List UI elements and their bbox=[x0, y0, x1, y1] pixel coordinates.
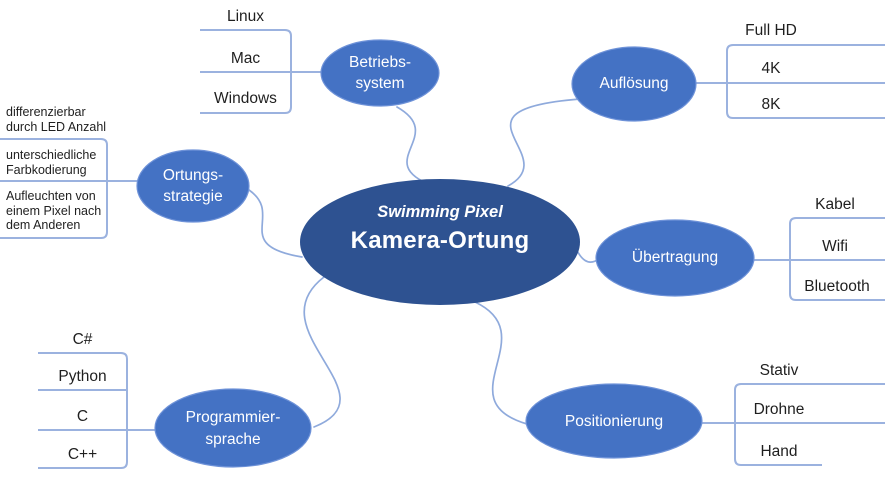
branch-node-ortungsstrategie[interactable] bbox=[136, 149, 250, 223]
child-full-hd[interactable]: Full HD bbox=[745, 22, 797, 39]
child-4k[interactable]: 4K bbox=[761, 60, 781, 77]
connector-curve-aufloesung bbox=[507, 98, 581, 187]
center-node[interactable] bbox=[300, 179, 580, 305]
child-wifi[interactable]: Wifi bbox=[822, 238, 848, 255]
child-kabel[interactable]: Kabel bbox=[815, 196, 855, 213]
branch-label-betriebssystem[interactable]: Betriebs- system bbox=[348, 53, 412, 92]
connector-curve-betriebssystem bbox=[396, 106, 434, 187]
child-farbkodierung[interactable]: unterschiedliche Farbkodierung bbox=[6, 148, 97, 177]
branch-label-aufloesung[interactable]: Auflösung bbox=[599, 75, 669, 93]
child-windows[interactable]: Windows bbox=[214, 90, 277, 107]
branch-node-betriebssystem[interactable] bbox=[320, 39, 440, 107]
child-cpp[interactable]: C++ bbox=[67, 446, 98, 463]
child-drohne[interactable]: Drohne bbox=[753, 401, 805, 418]
branch-node-aufloesung[interactable] bbox=[571, 46, 697, 122]
child-led-anzahl[interactable]: differenzierbar durch LED Anzahl bbox=[6, 105, 107, 134]
child-aufleuchten[interactable]: Aufleuchten von einem Pixel nach dem And… bbox=[6, 189, 102, 233]
child-stativ[interactable]: Stativ bbox=[759, 362, 799, 379]
child-linux[interactable]: Linux bbox=[226, 8, 265, 25]
branch-label-uebertragung[interactable]: Übertragung bbox=[631, 249, 719, 267]
child-hand[interactable]: Hand bbox=[760, 443, 798, 460]
leaf-tree-programmiersprache bbox=[38, 352, 128, 469]
child-csharp[interactable]: C# bbox=[72, 331, 93, 348]
center-label[interactable]: Swimming Pixel Kamera-Ortung bbox=[300, 203, 580, 255]
connector-curve-programmiersprache bbox=[303, 276, 341, 428]
leaf-tree-aufloesung bbox=[726, 44, 885, 119]
child-c[interactable]: C bbox=[76, 408, 89, 425]
child-mac[interactable]: Mac bbox=[230, 50, 261, 67]
leaf-tree-positionierung bbox=[734, 383, 885, 466]
branch-node-programmiersprache[interactable] bbox=[154, 388, 312, 468]
branch-label-ortungsstrategie[interactable]: Ortungs- strategie bbox=[162, 166, 224, 205]
branch-node-uebertragung[interactable] bbox=[595, 219, 755, 297]
connector-curve-positionierung bbox=[474, 301, 528, 425]
center-subtitle: Swimming Pixel bbox=[377, 203, 503, 221]
branch-label-programmiersprache[interactable]: Programmier- sprache bbox=[185, 409, 281, 448]
branch-label-positionierung[interactable]: Positionierung bbox=[564, 412, 664, 430]
child-8k[interactable]: 8K bbox=[761, 96, 781, 113]
leaf-tree-ortungsstrategie bbox=[0, 138, 108, 239]
connector-curve-ortungsstrategie bbox=[248, 189, 303, 258]
branch-node-positionierung[interactable] bbox=[525, 383, 703, 459]
child-bluetooth[interactable]: Bluetooth bbox=[804, 278, 870, 295]
child-python[interactable]: Python bbox=[58, 368, 107, 385]
center-title: Kamera-Ortung bbox=[350, 227, 530, 254]
